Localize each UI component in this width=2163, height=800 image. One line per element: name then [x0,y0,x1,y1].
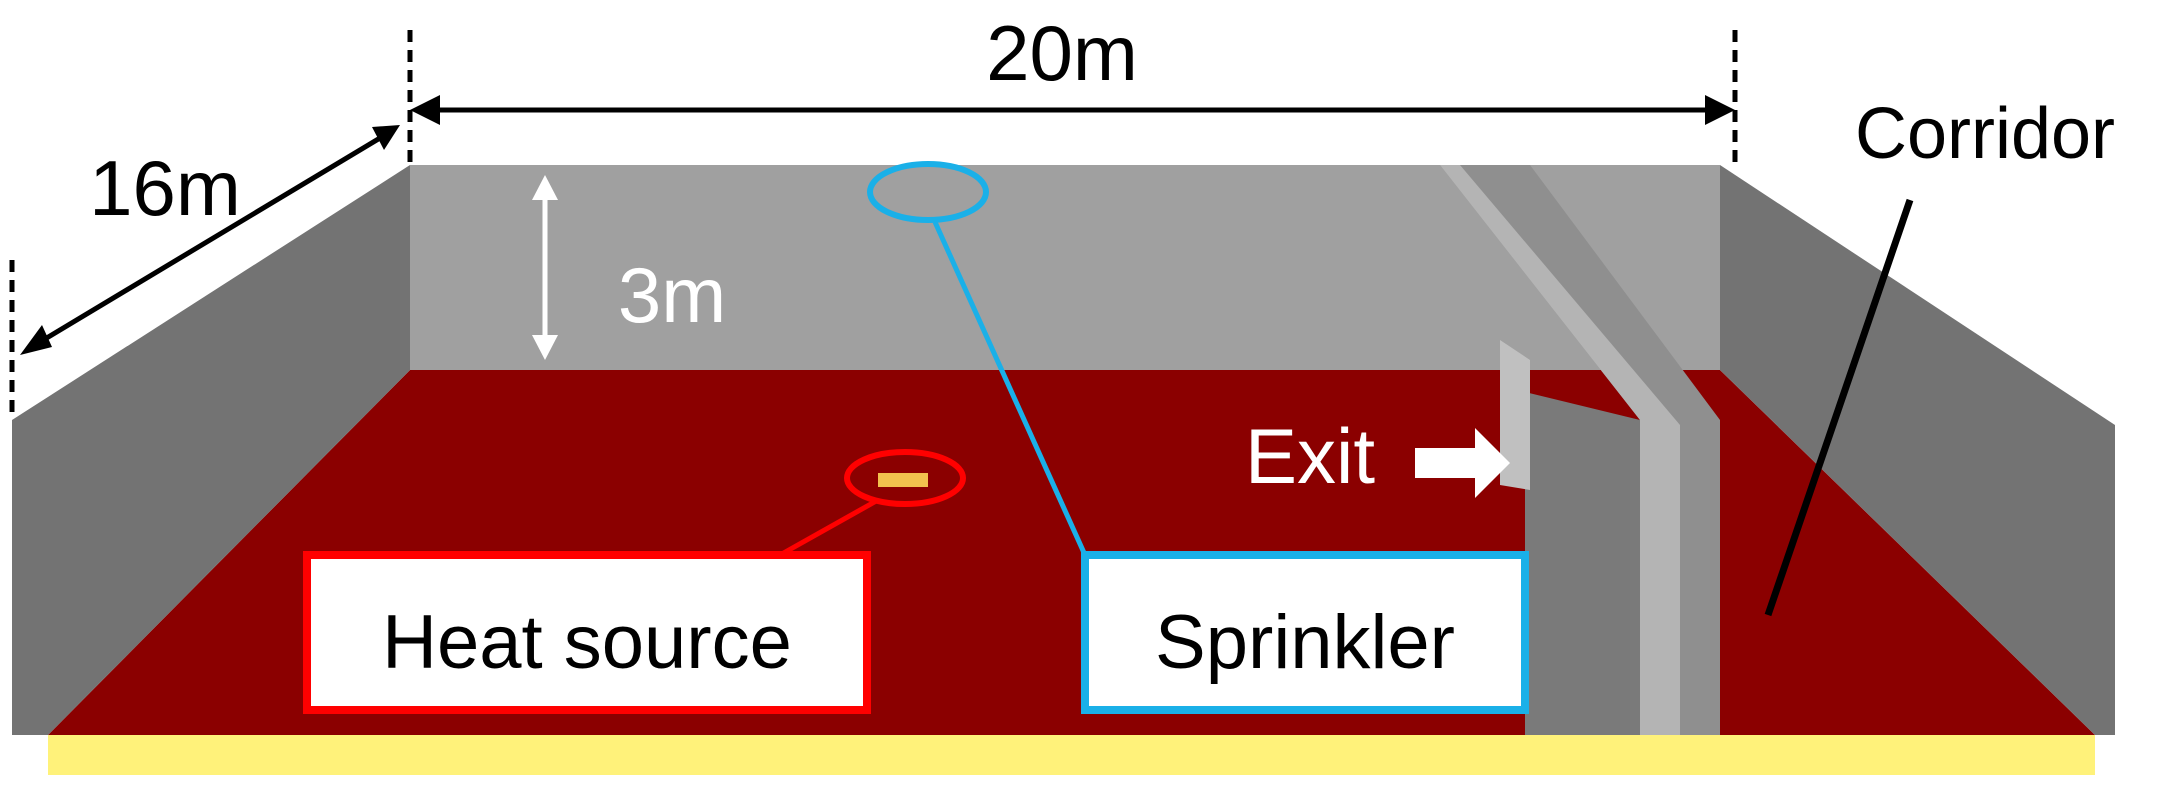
right-wall [1720,165,2115,735]
sprinkler-marker-ring [867,161,989,223]
heat-source-label: Heat source [382,600,792,685]
height-label: 3m [618,251,726,339]
sprinkler-leader-line [932,220,1088,557]
exit-label: Exit [1245,412,1375,500]
exit-door [1500,340,1530,490]
height-arrow-bottom [532,335,558,360]
exit-arrow [1415,428,1510,498]
heat-source-marker-ring [844,449,966,507]
corridor-label: Corridor [1855,94,2115,174]
width-arrow-left [410,95,440,125]
partition-wall-front [1525,392,1640,735]
floor-edge-strip [48,735,2095,775]
partition-wall-edge [1440,165,1680,735]
corridor-pointer-line [1764,198,1914,617]
width-label: 20m [986,9,1138,97]
back-wall [410,165,1720,370]
sprinkler-label: Sprinkler [1155,600,1455,685]
depth-arrow-upper [372,125,400,150]
width-arrow-right [1705,95,1735,125]
height-arrow-top [532,175,558,200]
left-wall [12,165,410,735]
depth-arrow-lower [20,325,52,355]
heat-source-block [878,473,928,487]
heat-source-leader-line [778,497,880,558]
depth-dimension [9,132,387,420]
sprinkler-label-box [1081,551,1529,714]
heat-source-label-box [303,551,871,714]
width-dimension [407,30,1738,165]
depth-label: 16m [89,144,241,232]
